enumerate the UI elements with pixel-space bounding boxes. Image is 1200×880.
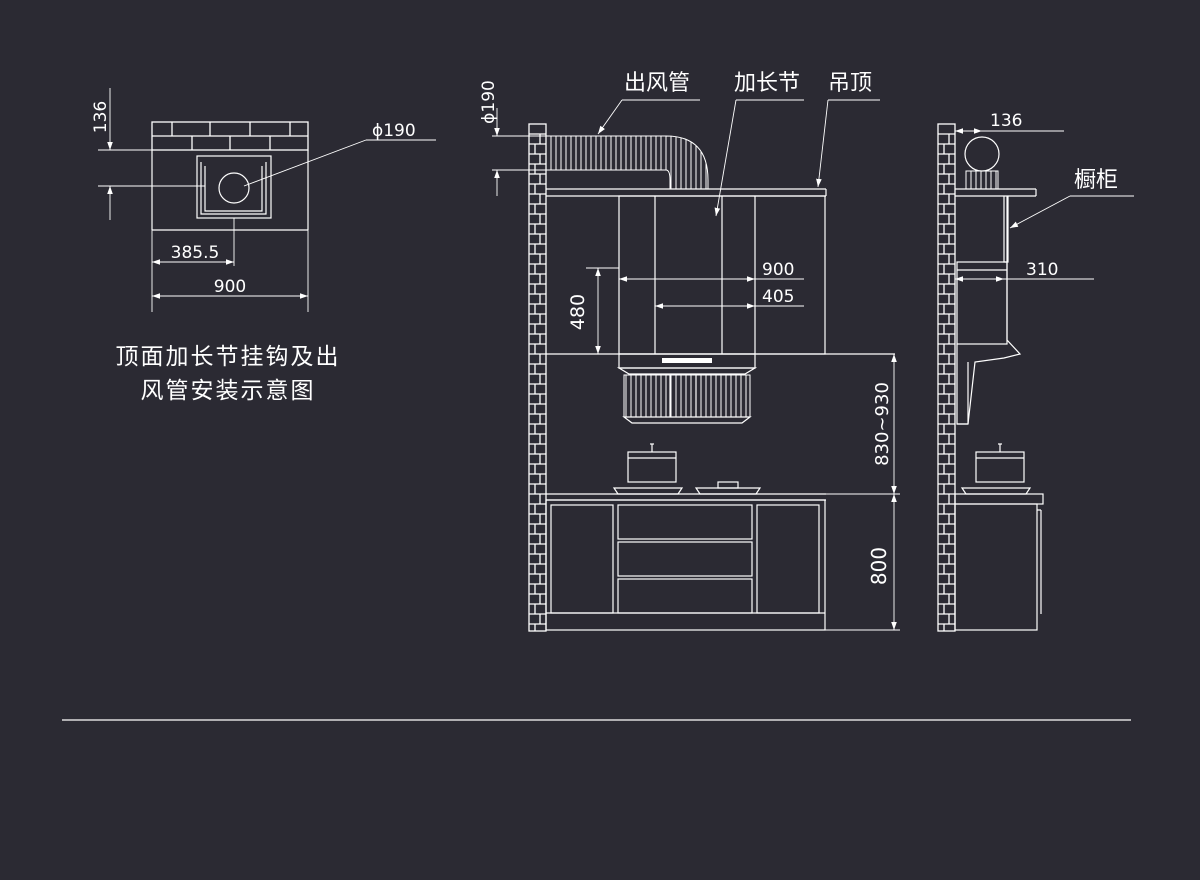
front-view-dim-800-text: 800 [867,547,891,585]
front-view-dim-830-930-text: 830~930 [872,382,893,466]
side-view-cabinet [956,196,1022,425]
front-view-cooktop [546,443,826,501]
front-view-label-extension: 加长节 [714,71,804,217]
front-view-duct [545,135,709,190]
front-view-label-ceiling-text: 吊顶 [828,71,872,96]
top-view-dim-phi190-text: ϕ190 [372,121,416,141]
front-view-ceiling [546,188,827,197]
top-view-dim-136-text: 136 [91,101,111,133]
side-view-dim-310-text: 310 [1026,260,1058,280]
top-view-dim-136: 136 [91,88,205,220]
top-view-dim-900: 900 [152,277,308,299]
side-view-dim-136: 136 [955,111,1064,134]
front-view-label-ceiling: 吊顶 [816,71,880,188]
front-view-label-duct: 出风管 [597,71,700,135]
top-view-caption-line1: 顶面加长节挂钩及出 [116,344,341,370]
front-view-dim-830-930: 830~930 [826,354,900,495]
side-view-dim-310: 310 [955,260,1094,282]
front-view-brick-wall [528,123,547,632]
front-view-range-hood [616,353,758,424]
top-view-dim-385-text: 385.5 [171,243,220,263]
side-view-cooktop [954,443,1044,505]
side-view: 136 橱柜 310 [937,111,1134,632]
front-view-base-cabinet [545,499,826,631]
side-view-label-cabinet-text: 橱柜 [1074,168,1118,193]
front-view-label-duct-text: 出风管 [624,71,690,96]
side-view-brick-wall [937,123,956,632]
side-view-base-cabinet [954,503,1042,631]
front-view-dim-800: 800 [825,494,900,631]
top-view-ceiling-plate [151,150,309,231]
front-view-dim-480: 480 [567,267,619,354]
top-view-dim-900-text: 900 [214,277,246,297]
front-view-dim-480-text: 480 [567,294,589,330]
front-view-dim-phi190: ϕ190 [479,80,546,196]
front-view-label-extension-text: 加长节 [734,71,800,96]
side-view-duct [955,136,1037,197]
front-view-dim-405: 405 [655,287,804,309]
front-view-dim-phi190-text: ϕ190 [479,80,499,124]
front-view-dim-405-text: 405 [762,287,794,307]
side-view-dim-136-text: 136 [990,111,1022,131]
top-view-dim-385: 385.5 [151,218,309,312]
top-view: 136 ϕ190 385.5 900 顶面加长节挂钩及出 风管安装示意图 [91,88,436,404]
front-view: 出风管 加长节 吊顶 ϕ190 900 405 [479,71,900,632]
front-view-dim-900: 900 [619,260,804,282]
top-view-caption-line2: 风管安装示意图 [141,378,316,404]
top-view-dim-phi190: ϕ190 [243,121,436,187]
side-view-label-cabinet: 橱柜 [1009,168,1134,229]
top-view-brick-wall [151,121,309,151]
front-view-dim-900-text: 900 [762,260,794,280]
